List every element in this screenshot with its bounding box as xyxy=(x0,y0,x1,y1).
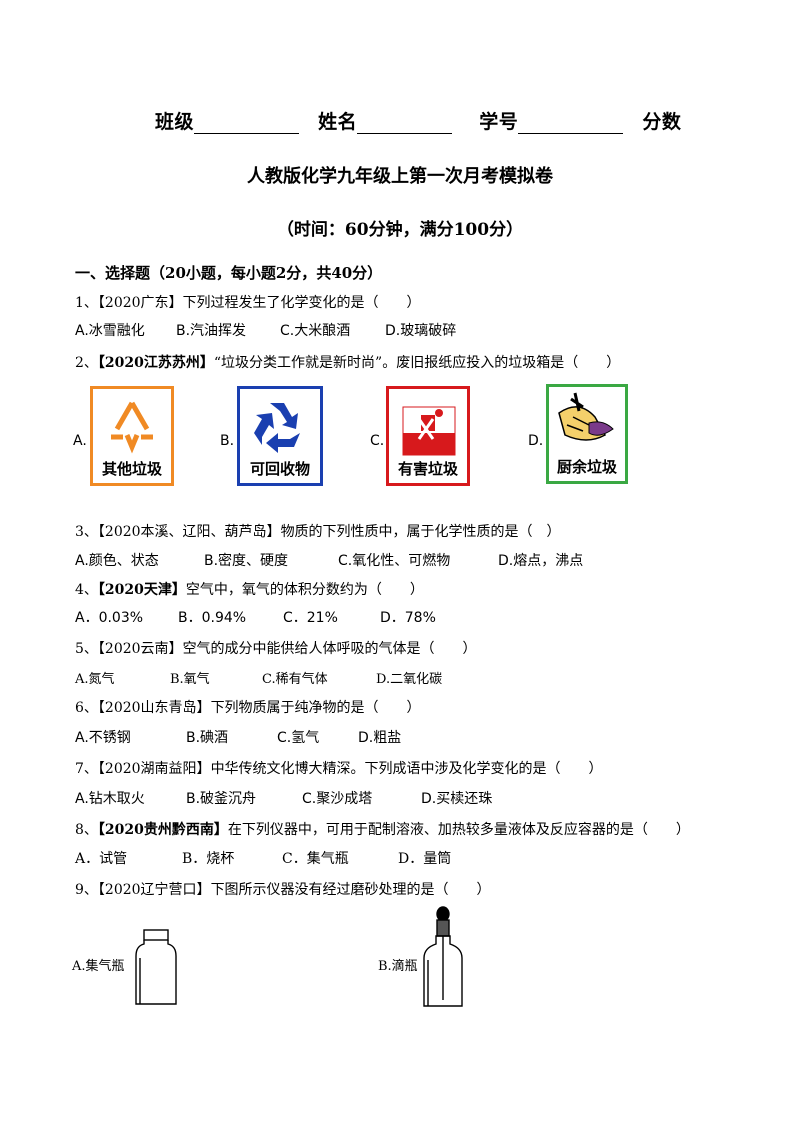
kitchen-waste-icon xyxy=(558,392,614,441)
q7-option-a[interactable]: A.钻木取火 xyxy=(75,791,145,807)
question-number: 4、 xyxy=(75,582,98,598)
q2-option-d[interactable]: D. xyxy=(528,433,544,449)
q3-option-c[interactable]: C.氧化性、可燃物 xyxy=(338,553,451,569)
question-9: 9、【2020辽宁营口】下图所示仪器没有经过磨砂处理的是（ ） xyxy=(75,879,491,899)
page-subtitle: （时间：60分钟，满分100分） xyxy=(276,220,524,240)
hazardous-bin-image[interactable]: 有害垃圾 xyxy=(386,386,470,486)
page-title: 人教版化学九年级上第一次月考模拟卷 xyxy=(247,166,553,187)
bin-label: 厨余垃圾 xyxy=(556,458,617,476)
question-source: 【2020山东青岛】 xyxy=(97,700,211,716)
q1-option-d[interactable]: D.玻璃破碎 xyxy=(385,323,457,339)
q3-option-d[interactable]: D.熔点，沸点 xyxy=(498,553,584,569)
question-5: 5、【2020云南】空气的成分中能供给人体呼吸的气体是（ ） xyxy=(75,638,477,658)
q7-option-b[interactable]: B.破釜沉舟 xyxy=(186,791,257,807)
q4-option-a[interactable]: A．0.03% xyxy=(75,610,144,626)
name-label: 姓名 xyxy=(318,111,358,133)
q3-option-b[interactable]: B.密度、硬度 xyxy=(204,553,289,569)
bin-label: 有害垃圾 xyxy=(397,460,458,478)
question-number: 8、 xyxy=(75,822,98,838)
question-source: 【2020云南】 xyxy=(97,641,183,657)
q5-option-d[interactable]: D.二氧化碳 xyxy=(376,672,443,687)
question-source: 【2020湖南益阳】 xyxy=(97,761,211,777)
kitchen-waste-bin-image[interactable]: 厨余垃圾 xyxy=(546,384,628,484)
class-blank[interactable] xyxy=(194,115,300,134)
question-stem: 下列过程发生了化学变化的是（ ） xyxy=(182,295,421,311)
question-source: 【2020江苏苏州】 xyxy=(97,355,214,371)
bin-label: 可回收物 xyxy=(249,460,310,478)
q8-option-a[interactable]: A．试管 xyxy=(75,851,128,867)
question-number: 1、 xyxy=(75,295,98,311)
question-number: 9、 xyxy=(75,882,98,898)
question-8: 8、【2020贵州黔西南】在下列仪器中，可用于配制溶液、加热较多量液体及反应容器… xyxy=(75,819,690,839)
q5-option-c[interactable]: C.稀有气体 xyxy=(262,672,328,687)
q8-option-d[interactable]: D．量筒 xyxy=(398,851,452,867)
q7-option-c[interactable]: C.聚沙成塔 xyxy=(302,791,373,807)
q9-option-a[interactable]: A.集气瓶 xyxy=(72,959,125,974)
recyclable-bin-image[interactable]: 可回收物 xyxy=(237,386,323,486)
question-source: 【2020天津】 xyxy=(97,582,186,598)
other-waste-bin-image[interactable]: 其他垃圾 xyxy=(90,386,174,486)
question-stem: 空气的成分中能供给人体呼吸的气体是（ ） xyxy=(182,641,477,657)
q4-option-b[interactable]: B．0.94% xyxy=(178,610,247,626)
name-blank[interactable] xyxy=(357,115,453,134)
question-source: 【2020广东】 xyxy=(97,295,183,311)
q3-option-a[interactable]: A.颜色、状态 xyxy=(75,553,159,569)
q1-option-a[interactable]: A.冰雪融化 xyxy=(75,323,145,339)
question-3: 3、【2020本溪、辽阳、葫芦岛】物质的下列性质中，属于化学性质的是（ ） xyxy=(75,521,561,541)
question-stem: 下列物质属于纯净物的是（ ） xyxy=(210,700,421,716)
q4-option-c[interactable]: C．21% xyxy=(283,610,338,626)
bin-label: 其他垃圾 xyxy=(101,460,162,478)
q4-option-d[interactable]: D．78% xyxy=(380,610,436,626)
q7-option-d[interactable]: D.买椟还珠 xyxy=(421,791,493,807)
score-label: 分数 xyxy=(642,111,682,133)
question-stem: 物质的下列性质中，属于化学性质的是（ ） xyxy=(280,524,561,540)
question-source: 【2020贵州黔西南】 xyxy=(97,822,228,838)
q8-option-c[interactable]: C．集气瓶 xyxy=(282,851,349,867)
id-label: 学号 xyxy=(479,111,519,133)
question-1: 1、【2020广东】下列过程发生了化学变化的是（ ） xyxy=(75,292,421,312)
question-source: 【2020辽宁营口】 xyxy=(97,882,211,898)
q6-option-d[interactable]: D.粗盐 xyxy=(358,730,402,746)
section-heading: 一、选择题（20小题，每小题2分，共40分） xyxy=(75,264,383,282)
q6-option-c[interactable]: C.氢气 xyxy=(277,730,320,746)
q2-option-b[interactable]: B. xyxy=(220,433,235,449)
q2-option-c[interactable]: C. xyxy=(370,433,385,449)
recycle-icon xyxy=(254,403,300,453)
q5-option-a[interactable]: A.氮气 xyxy=(75,672,115,687)
question-number: 7、 xyxy=(75,761,98,777)
question-source: 【2020本溪、辽阳、葫芦岛】 xyxy=(97,524,281,540)
question-7: 7、【2020湖南益阳】中华传统文化博大精深。下列成语中涉及化学变化的是（ ） xyxy=(75,758,603,778)
class-label: 班级 xyxy=(155,111,195,133)
other-waste-icon xyxy=(111,401,153,454)
question-6: 6、【2020山东青岛】下列物质属于纯净物的是（ ） xyxy=(75,697,421,717)
q1-option-b[interactable]: B.汽油挥发 xyxy=(176,323,247,339)
q9-option-b[interactable]: B.滴瓶 xyxy=(378,959,418,974)
question-number: 2、 xyxy=(75,355,98,371)
question-stem: 下图所示仪器没有经过磨砂处理的是（ ） xyxy=(210,882,491,898)
question-stem: “垃圾分类工作就是新时尚”。废旧报纸应投入的垃圾箱是（ ） xyxy=(213,355,621,371)
gas-collecting-bottle-image[interactable] xyxy=(132,928,180,1008)
question-stem: 空气中，氧气的体积分数约为（ ） xyxy=(185,582,424,598)
question-2: 2、【2020江苏苏州】“垃圾分类工作就是新时尚”。废旧报纸应投入的垃圾箱是（ … xyxy=(75,352,620,372)
student-info-header: 班级 姓名 学号 分数 xyxy=(155,107,681,134)
q5-option-b[interactable]: B.氧气 xyxy=(170,672,210,687)
q6-option-b[interactable]: B.碘酒 xyxy=(186,730,229,746)
question-number: 6、 xyxy=(75,700,98,716)
q2-option-a[interactable]: A. xyxy=(73,433,87,449)
q8-option-b[interactable]: B．烧杯 xyxy=(182,851,235,867)
question-number: 5、 xyxy=(75,641,98,657)
id-blank[interactable] xyxy=(518,115,624,134)
question-stem: 中华传统文化博大精深。下列成语中涉及化学变化的是（ ） xyxy=(210,761,603,777)
question-stem: 在下列仪器中，可用于配制溶液、加热较多量液体及反应容器的是（ ） xyxy=(227,822,690,838)
q1-option-c[interactable]: C.大米酿酒 xyxy=(280,323,351,339)
dropper-bottle-image[interactable] xyxy=(418,906,468,1010)
question-number: 3、 xyxy=(75,524,98,540)
q6-option-a[interactable]: A.不锈钢 xyxy=(75,730,131,746)
hazard-icon xyxy=(402,406,456,456)
question-4: 4、【2020天津】空气中，氧气的体积分数约为（ ） xyxy=(75,579,424,599)
